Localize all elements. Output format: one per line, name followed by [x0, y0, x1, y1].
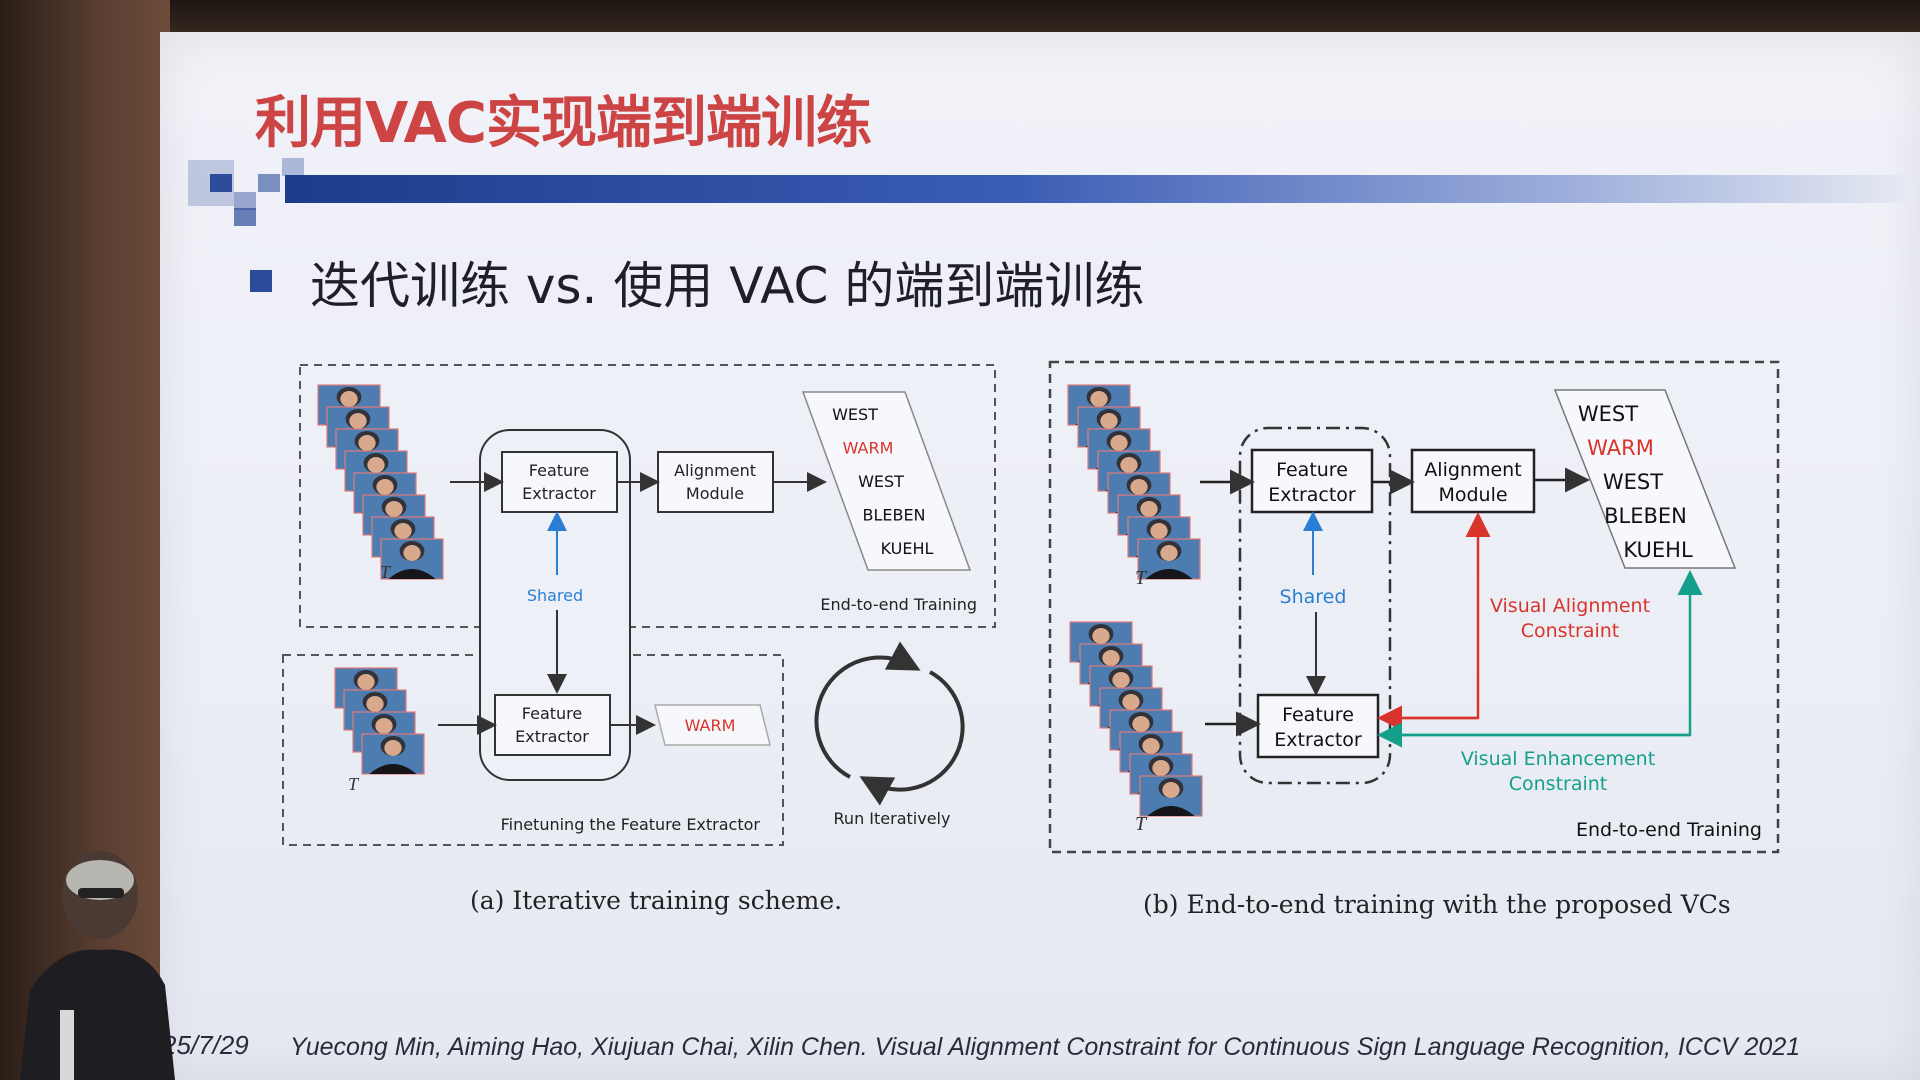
a-am-line1: Alignment	[674, 461, 756, 480]
a-output-words: WEST WARM WEST BLEBEN KUEHL	[832, 405, 933, 558]
title-deco-square	[234, 208, 256, 226]
b-shared-container	[1238, 426, 1392, 785]
a-t-label-bottom: T	[348, 774, 360, 794]
a-frames-bottom	[334, 667, 425, 775]
a-output-word: WEST	[832, 405, 878, 424]
title-deco-square	[282, 158, 304, 176]
a-warm-output: WARM	[685, 716, 736, 735]
a-end-to-end-label: End-to-end Training	[820, 595, 977, 614]
b-output-word: WEST	[1578, 402, 1638, 426]
b-fe-bottom-line1: Feature	[1282, 704, 1354, 726]
b-output-word: WEST	[1603, 470, 1663, 494]
a-end-to-end-box	[299, 364, 996, 628]
b-end-to-end-label: End-to-end Training	[1576, 819, 1762, 841]
b-bottom-video-frame	[1139, 775, 1203, 817]
title-deco-square	[210, 174, 232, 192]
b-fe-top-line1: Feature	[1276, 459, 1348, 481]
b-t-label-top: T	[1135, 567, 1148, 589]
a-warm-output-box	[654, 704, 771, 746]
bullet-square-icon	[250, 270, 272, 292]
b-vec-line1: Visual Enhancement	[1461, 748, 1655, 770]
a-fe-bottom-line2: Extractor	[515, 727, 589, 746]
b-visual-alignment-path	[1380, 512, 1491, 720]
b-am-line1: Alignment	[1424, 459, 1521, 481]
b-output-word: WARM	[1587, 436, 1654, 460]
a-frames-top	[317, 384, 444, 580]
b-frames-bottom	[1069, 621, 1203, 817]
b-vac-line1: Visual Alignment	[1490, 595, 1650, 617]
a-finetune-box	[282, 654, 784, 846]
caption-a: (a) Iterative training scheme.	[470, 886, 843, 915]
b-am-line2: Module	[1438, 484, 1507, 506]
b-fe-bottom-line2: Extractor	[1274, 729, 1362, 751]
caption-b: (b) End-to-end training with the propose…	[1143, 890, 1731, 919]
title-gradient-bar	[285, 175, 1905, 203]
a-output-word: WEST	[858, 472, 904, 491]
b-fe-top-line2: Extractor	[1268, 484, 1356, 506]
diagram-b: T T Feature Extractor Alignment Module W…	[1048, 360, 1780, 854]
a-finetune-label: Finetuning the Feature Extractor	[501, 815, 761, 834]
a-output-word: BLEBEN	[862, 506, 925, 525]
b-t-label-bottom: T	[1135, 813, 1148, 835]
a-fe-top-line1: Feature	[529, 461, 589, 480]
b-frames-top	[1067, 384, 1201, 580]
a-output-parallelogram	[801, 391, 972, 571]
b-feature-extractor-bottom	[1256, 693, 1380, 759]
a-shared-container	[479, 429, 631, 781]
b-vac-line2: Constraint	[1521, 620, 1620, 642]
slide-title: 利用VAC实现端到端训练	[255, 91, 872, 156]
b-shared-label: Shared	[1280, 586, 1347, 608]
a-shared-label: Shared	[527, 586, 583, 605]
run-iteratively-cycle-icon	[814, 641, 965, 806]
a-run-label: Run Iteratively	[834, 809, 951, 828]
a-alignment-module	[657, 451, 774, 513]
a-fe-bottom-line1: Feature	[522, 704, 582, 723]
title-deco-square	[234, 192, 256, 210]
b-output-words: WEST WARM WEST BLEBEN KUEHL	[1578, 402, 1693, 562]
a-output-word: KUEHL	[881, 539, 934, 558]
b-vec-line2: Constraint	[1509, 773, 1608, 795]
b-top-video-frame	[1137, 538, 1201, 580]
a-bottom-video-frame	[361, 733, 425, 775]
bullet-text: 迭代训练 vs. 使用 VAC 的端到端训练	[310, 257, 1145, 315]
a-fe-top-line2: Extractor	[522, 484, 596, 503]
title-deco-square	[258, 174, 280, 192]
b-output-word: KUEHL	[1623, 538, 1693, 562]
presenter-silhouette	[20, 851, 175, 1080]
footer-date: 25/7/29	[162, 1030, 249, 1060]
b-end-to-end-box	[1048, 360, 1780, 854]
diagram-a: T T Feature Extractor Alignment Module W…	[282, 364, 996, 846]
a-am-line2: Module	[686, 484, 744, 503]
footer-citation: Yuecong Min, Aiming Hao, Xiujuan Chai, X…	[290, 1033, 1801, 1061]
a-top-video-frame	[380, 538, 444, 580]
a-output-word: WARM	[843, 439, 894, 458]
b-output-parallelogram	[1553, 389, 1737, 569]
b-output-word: BLEBEN	[1604, 504, 1687, 528]
a-t-label-top: T	[380, 562, 392, 582]
